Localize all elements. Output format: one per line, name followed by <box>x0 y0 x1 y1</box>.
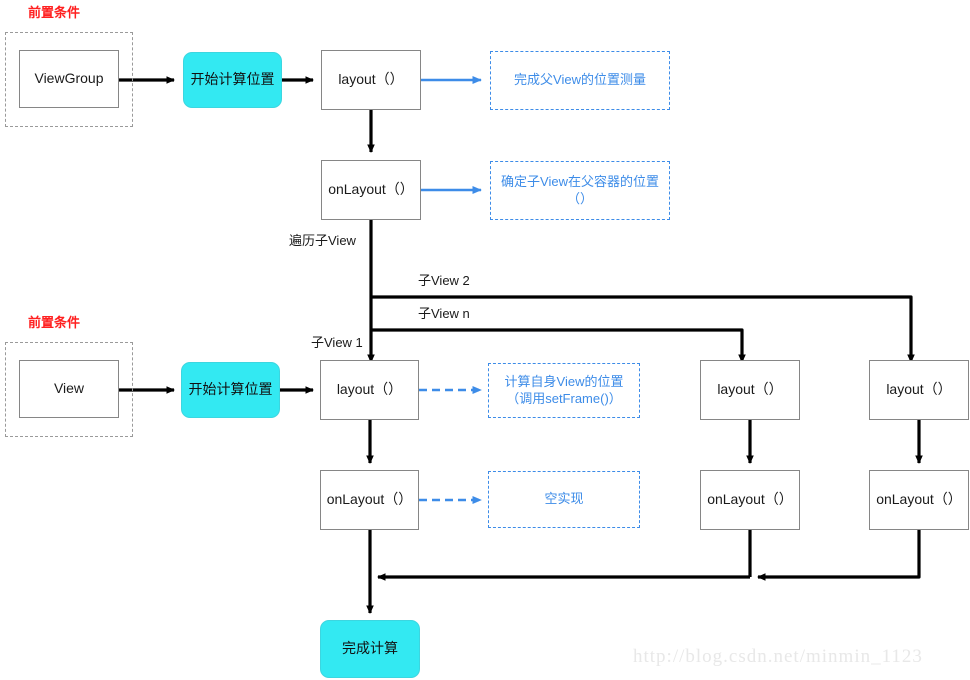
note-parent-measure: 完成父View的位置测量 <box>490 51 670 110</box>
node-view-layout[interactable]: layout（） <box>320 360 419 420</box>
node-right-onlayout[interactable]: onLayout（） <box>869 470 969 530</box>
precondition-label-top: 前置条件 <box>28 5 81 20</box>
edge-label-child-view-2: 子View 2 <box>418 273 470 288</box>
node-finish-calc[interactable]: 完成计算 <box>320 620 420 678</box>
node-right-layout[interactable]: layout（） <box>869 360 969 420</box>
note-self-position: 计算自身View的位置 （调用setFrame()） <box>488 363 640 418</box>
edge-label-child-view-n: 子View n <box>418 306 470 321</box>
edge-label-traverse-children: 遍历子View <box>289 233 356 248</box>
precondition-label-bottom: 前置条件 <box>28 315 81 330</box>
node-mid-layout[interactable]: layout（） <box>700 360 800 420</box>
node-view[interactable]: View <box>19 360 119 418</box>
node-viewgroup-layout[interactable]: layout（） <box>321 50 421 110</box>
note-child-position-line2: （） <box>566 190 593 206</box>
edge-label-child-view-1: 子View 1 <box>311 335 363 350</box>
watermark-url: http://blog.csdn.net/minmin_1123 <box>633 646 923 667</box>
node-start-calc-bottom[interactable]: 开始计算位置 <box>181 362 280 418</box>
note-self-position-line2: （调用setFrame()） <box>506 390 622 406</box>
note-child-position-line1: 确定子View在父容器的位置 <box>501 174 659 190</box>
precondition-group-bottom <box>5 342 133 437</box>
node-viewgroup[interactable]: ViewGroup <box>19 50 119 108</box>
note-child-position: 确定子View在父容器的位置 （） <box>490 161 670 220</box>
node-start-calc-top[interactable]: 开始计算位置 <box>183 52 282 108</box>
node-viewgroup-onlayout[interactable]: onLayout（） <box>321 160 421 220</box>
node-mid-onlayout[interactable]: onLayout（） <box>700 470 800 530</box>
note-empty-impl: 空实现 <box>488 471 640 528</box>
precondition-group-top <box>5 32 133 127</box>
node-view-onlayout[interactable]: onLayout（） <box>320 470 419 530</box>
note-self-position-line1: 计算自身View的位置 <box>504 374 624 390</box>
